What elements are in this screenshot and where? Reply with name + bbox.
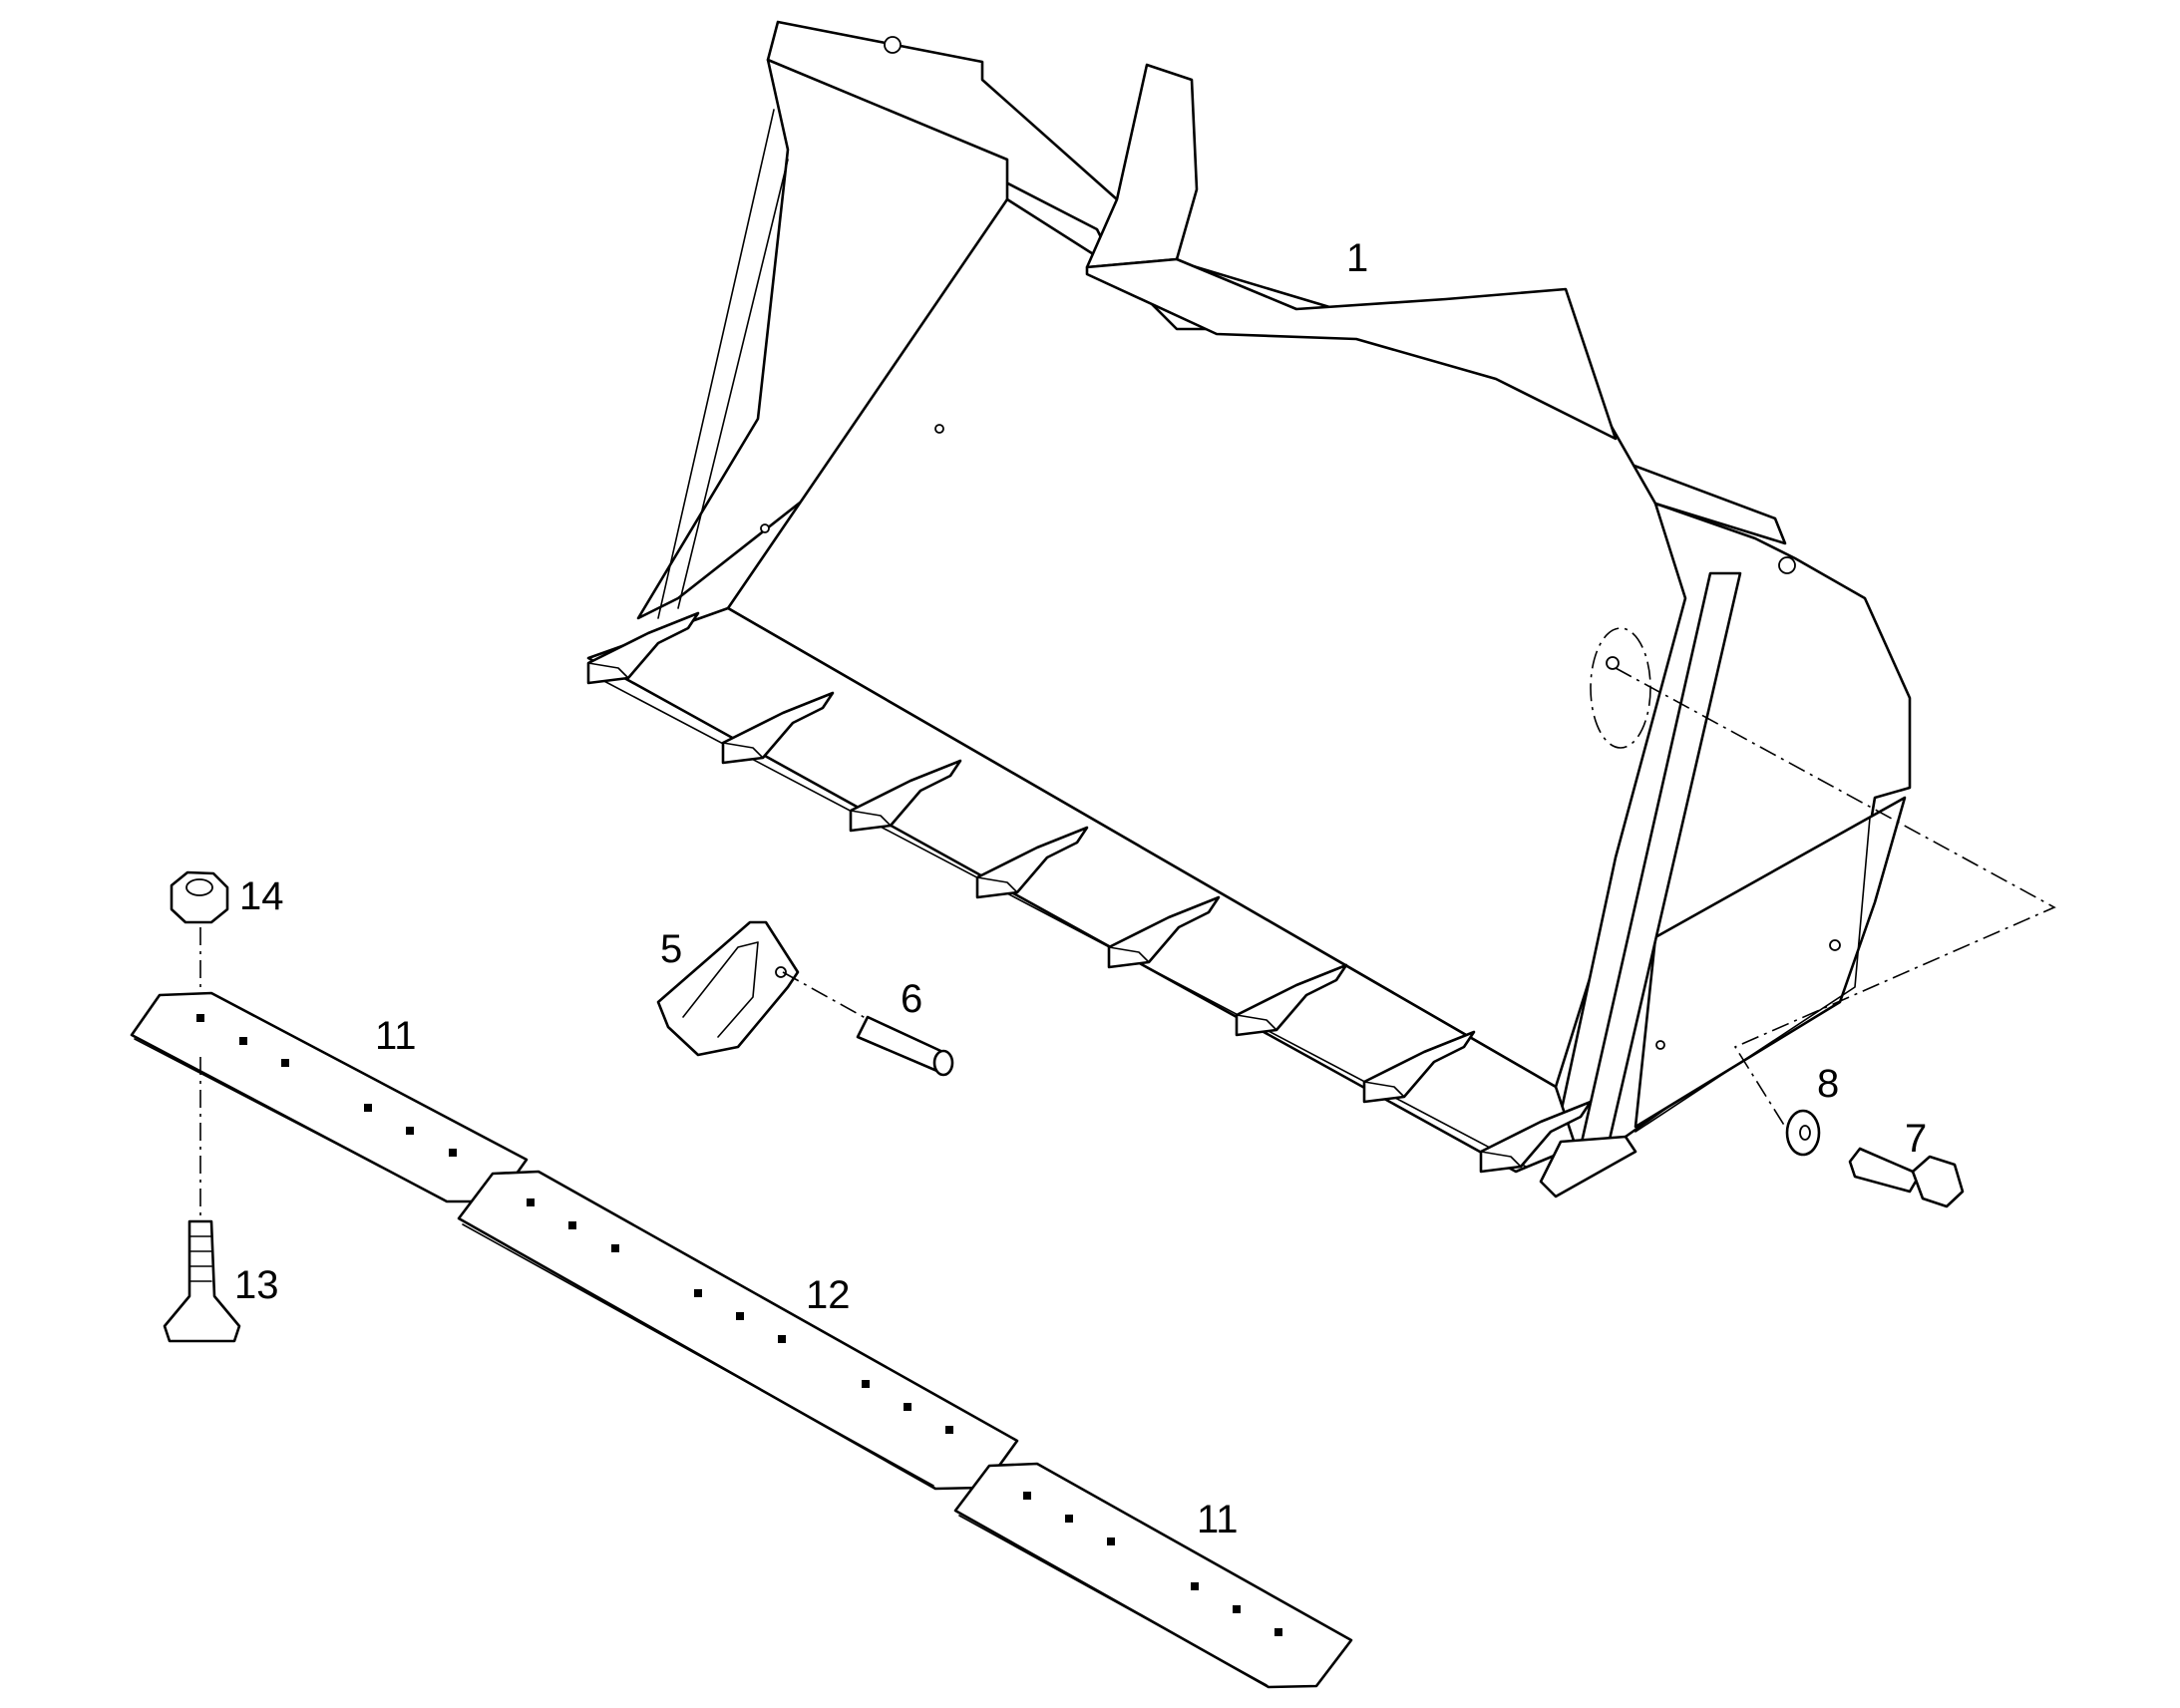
assembly-line-bolt xyxy=(1615,667,2056,1128)
hex-nut xyxy=(170,870,229,924)
callout-8: 8 xyxy=(1817,1062,1839,1106)
cutting-edge-segment-left xyxy=(130,991,529,1203)
callout-14: 14 xyxy=(239,874,284,918)
hex-bolt xyxy=(1848,1147,1965,1208)
callout-1: 1 xyxy=(1346,236,1368,280)
callout-5: 5 xyxy=(660,927,682,971)
loader-bucket xyxy=(586,20,1912,1198)
tooth-pin xyxy=(856,1015,954,1077)
cutting-edge-segment-right xyxy=(953,1462,1353,1689)
callout-11-left: 11 xyxy=(375,1014,417,1058)
assembly-line-pin xyxy=(782,971,874,1023)
bucket-teeth xyxy=(586,611,1593,1174)
cutting-edge-segment-center xyxy=(457,1170,1019,1491)
callout-7: 7 xyxy=(1905,1117,1927,1161)
callout-12: 12 xyxy=(806,1273,851,1317)
callout-13: 13 xyxy=(234,1263,279,1307)
plow-bolt xyxy=(163,1219,241,1343)
callout-6: 6 xyxy=(901,977,922,1021)
lock-washer xyxy=(1785,1109,1821,1157)
bucket-tooth-part xyxy=(656,920,800,1057)
callout-11-right: 11 xyxy=(1197,1498,1239,1541)
